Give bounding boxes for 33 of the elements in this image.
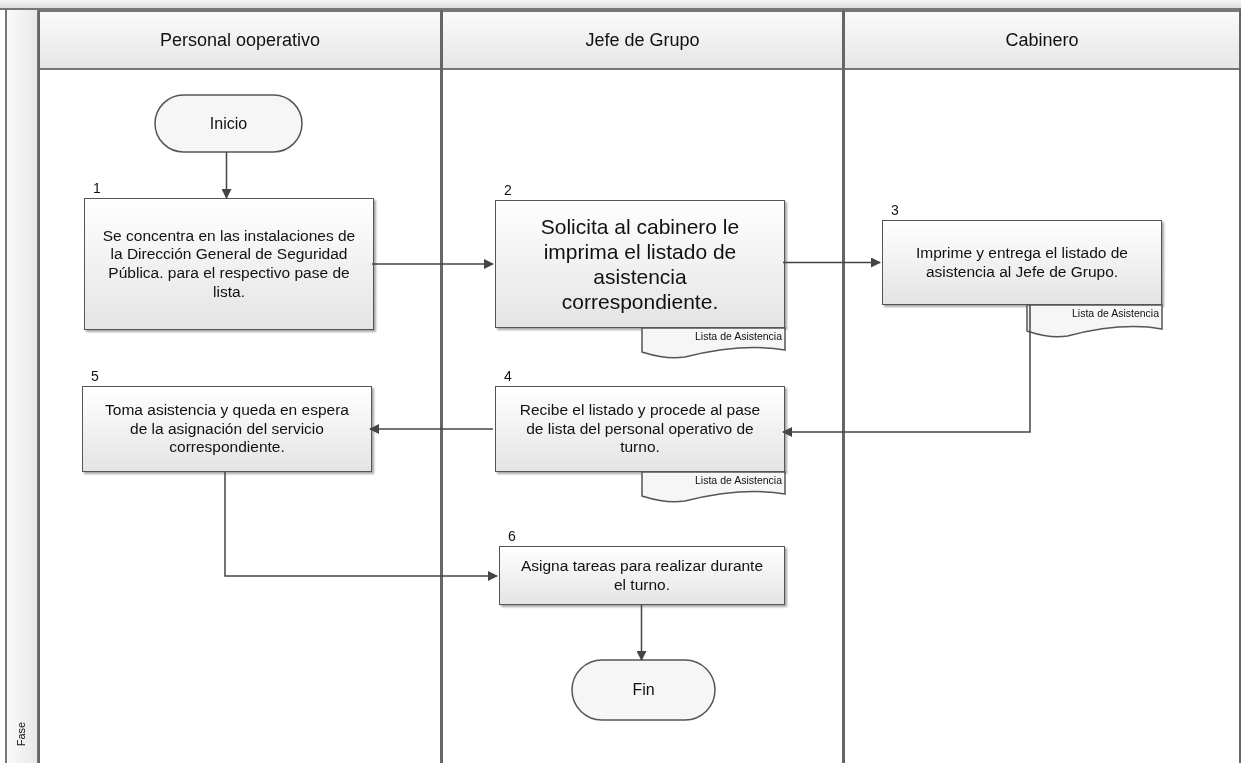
lane-title: Cabinero [1005,29,1079,51]
lane-title: Jefe de Grupo [585,29,700,51]
document-shape [1027,305,1162,335]
document-shape [642,472,785,500]
arrow [369,424,494,434]
step-number: 3 [891,202,899,219]
step-number: 4 [504,368,512,385]
step-text: Recibe el listado y procede al pase de lista del personal operativo de turno. [518,401,762,457]
step-number: 2 [504,182,512,199]
terminal-shape [155,95,302,152]
step-number: 6 [508,528,516,545]
arrow [224,471,498,581]
swimlane [441,10,844,763]
arrow [221,151,232,199]
step-text: Toma asistencia y queda en espera de la asignación del servicio correspondiente. [104,401,350,457]
swimlane [38,10,442,763]
lane-title: Personal ooperativo [159,29,321,51]
step-text: Inicio [209,114,248,133]
document-label: Lista de Asistencia [695,474,782,486]
swimlane [843,10,1241,763]
arrow [636,604,647,661]
document-label: Lista de Asistencia [695,330,782,342]
document-shape [642,328,785,356]
step-text: Imprime y entrega el listado de asistencia al Jefe de Grupo. [915,243,1129,282]
phase-label: Fase [15,721,28,747]
step-text: Se concentra en las instalaciones de la Dirección General de Seguridad Pública. para el respectivo pase de lista. [101,226,357,302]
step-text: Solicita al cabinero le imprima el listado de asistencia correspondiente. [539,213,741,315]
terminal-shape [572,660,715,720]
step-text: Asigna tareas para realizar durante el turno. [519,556,765,595]
step-number: 1 [93,180,101,197]
document-label: Lista de Asistencia [1072,307,1159,319]
step-text: Fin [632,681,655,699]
step-number: 5 [91,368,99,385]
